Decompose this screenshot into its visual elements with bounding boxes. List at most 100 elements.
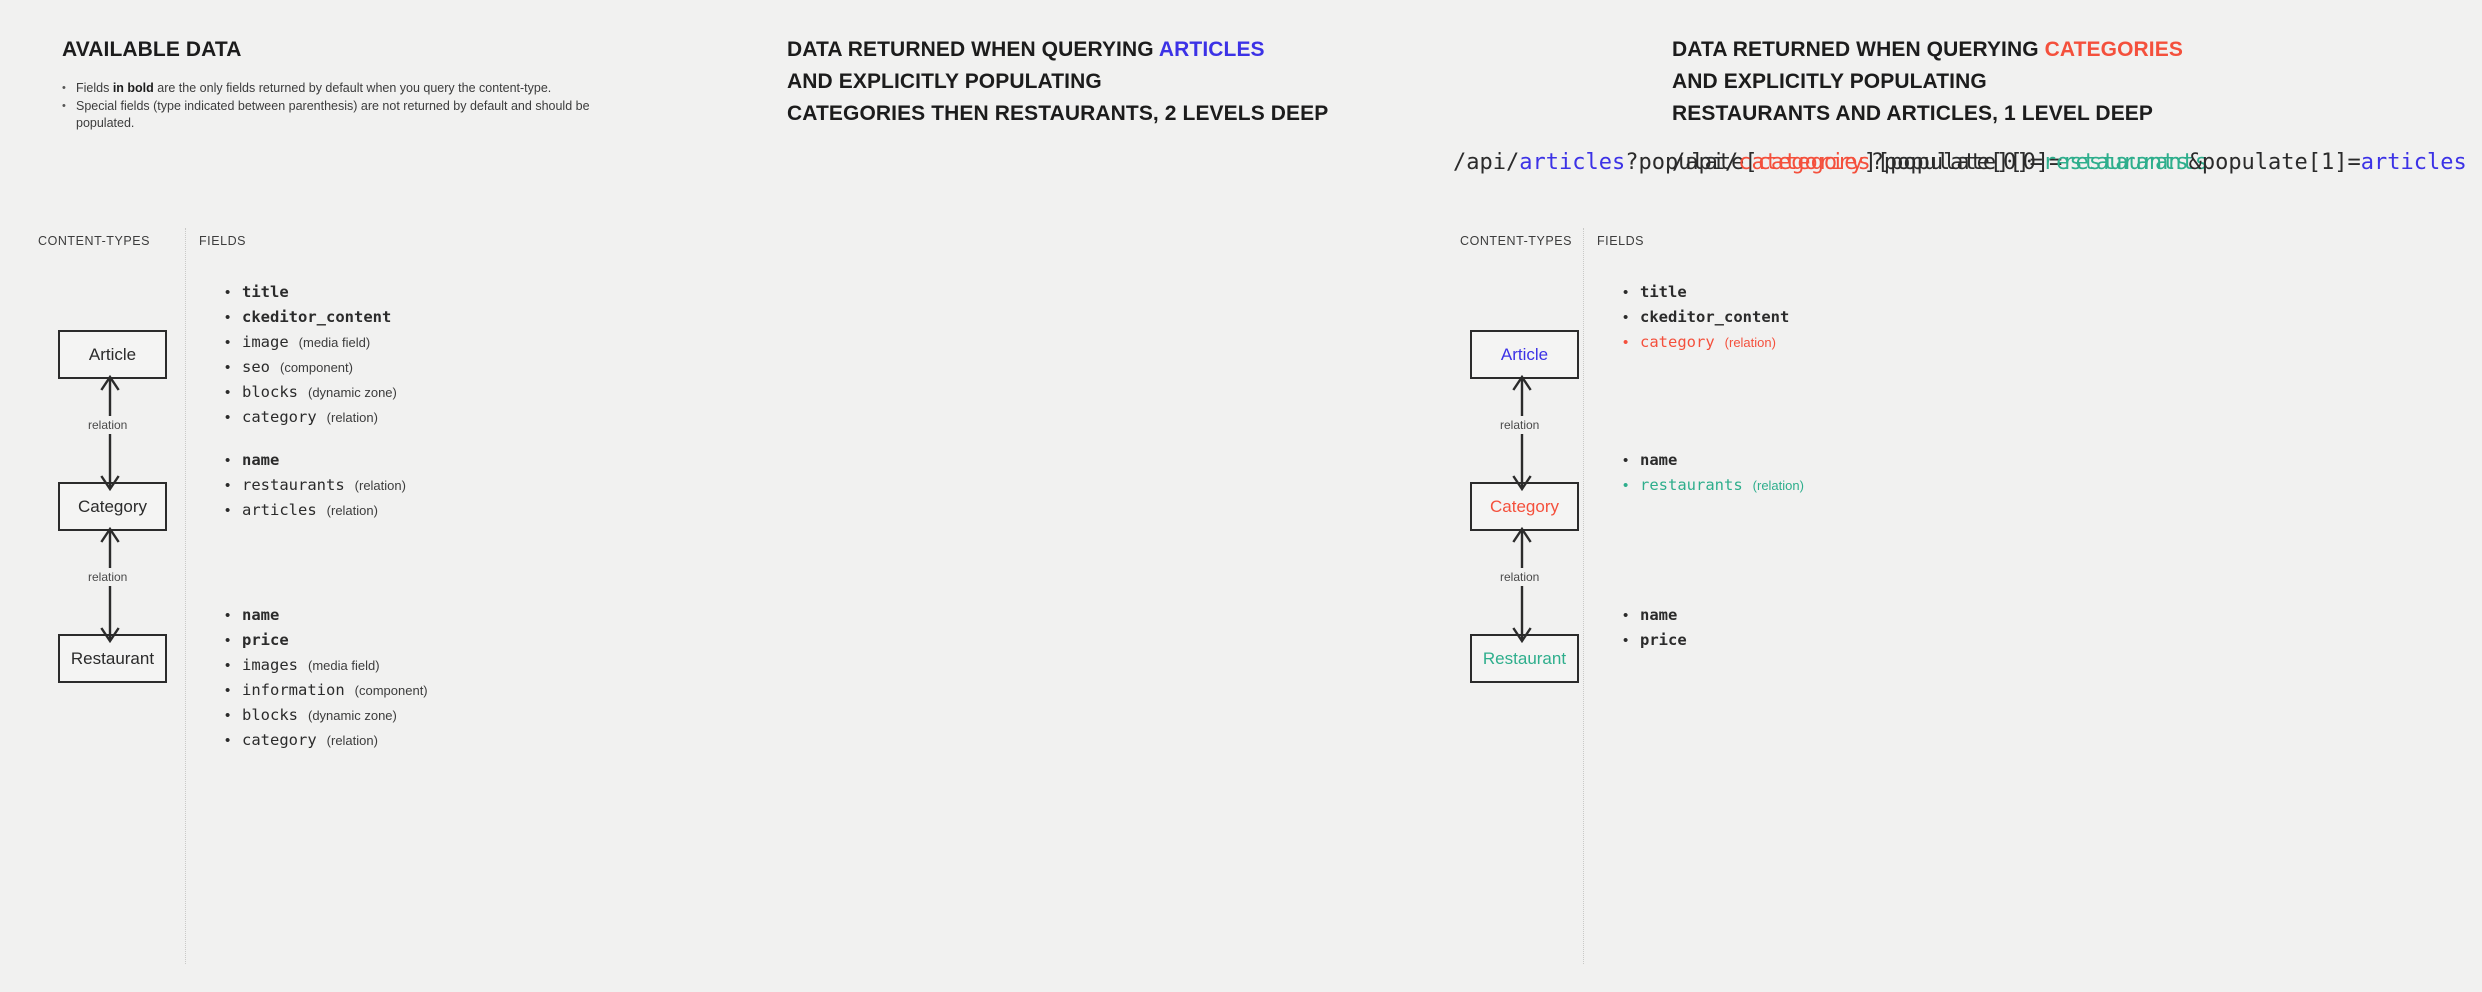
field-row: •images(media field) <box>225 653 428 678</box>
bullet-icon: • <box>225 309 231 326</box>
bullet-icon: • <box>225 732 231 749</box>
bullet-icon: • <box>225 452 231 469</box>
bullet-icon: • <box>1623 632 1629 649</box>
field-type: (relation) <box>354 478 406 493</box>
title-segment: ARTICLES <box>1158 38 1265 61</box>
note-text: Special fields (type indicated between p… <box>76 99 590 130</box>
bullet-icon: • <box>62 100 66 112</box>
panel-header-query-categories: DATA RETURNED WHEN QUERYING CATEGORIES AN… <box>1672 34 2183 130</box>
field-row: • category (relation) <box>225 728 428 753</box>
url-segment: /api/ <box>1453 150 1520 175</box>
field-name: ckeditor_content <box>1640 308 1790 326</box>
panel-query-categories: DATA RETURNED WHEN QUERYING CATEGORIES AN… <box>1610 0 2482 992</box>
content-type-box-restaurant[interactable]: Restaurant <box>58 634 167 683</box>
bullet-icon: • <box>225 284 231 301</box>
field-row: •articles(relation) <box>225 498 406 523</box>
content-type-box-article[interactable]: Article <box>1470 330 1579 379</box>
field-group: •name • price <box>1623 603 1687 653</box>
field-row: • information (component) <box>225 678 428 703</box>
url-segment: ?populate[0]= <box>1870 150 2043 175</box>
title-segment: DATA RETURNED WHEN QUERYING <box>787 38 1159 61</box>
content-type-box-restaurant[interactable]: Restaurant <box>1470 634 1579 683</box>
url-segment: restaurants <box>2062 150 2209 175</box>
url-segment: category <box>1757 150 1864 175</box>
field-row: •price <box>225 628 428 653</box>
field-name: category <box>242 408 317 426</box>
field-group: •name•restaurants(relation) <box>1623 448 1804 498</box>
field-name: restaurants <box>1640 476 1743 494</box>
title-segment: CATEGORIES <box>2044 38 2183 61</box>
field-name: articles <box>242 501 317 519</box>
column-header-fields: FIELDS <box>199 234 247 248</box>
url-segment: &populate[1]= <box>2188 150 2361 175</box>
field-group: •title•ckeditor_content•category(relatio… <box>1623 280 1789 355</box>
field-type: (component) <box>354 683 428 698</box>
field-name: category <box>242 731 317 749</box>
relation-label: relation <box>84 416 132 434</box>
bullet-icon: • <box>225 607 231 624</box>
bullet-icon: • <box>1623 477 1629 494</box>
field-group: •title•ckeditor_content•image(media fiel… <box>225 280 397 430</box>
field-type: (relation) <box>326 410 378 425</box>
bullet-icon: • <box>225 707 231 724</box>
field-row: •restaurants(relation) <box>1623 473 1804 498</box>
column-header-fields: FIELDS <box>1597 234 1645 248</box>
url-segment: ][populate][0]= <box>1863 150 2063 175</box>
panel-header-available-data: AVAILABLE DATA•Fields in bold are the on… <box>62 34 636 133</box>
field-type: (media field) <box>298 335 371 350</box>
url-segment: ?populate[ <box>1625 150 1758 175</box>
panel-title-line: AND EXPLICITLY POPULATING <box>1672 66 2183 98</box>
title-segment: AND EXPLICITLY POPULATING <box>787 70 1102 93</box>
relation-label: relation <box>1496 568 1544 586</box>
field-name: blocks <box>242 383 298 401</box>
field-name: blocks <box>242 706 298 724</box>
title-segment: DATA RETURNED WHEN QUERYING <box>1672 38 2045 61</box>
field-name: category <box>1640 333 1715 351</box>
field-name: price <box>1640 631 1687 649</box>
field-group: •name•price•images(media field)•informat… <box>225 603 428 753</box>
api-url-query-categories: /api/categories?populate[0]=restaurants&… <box>1672 148 2467 178</box>
field-row: •seo(component) <box>225 355 397 380</box>
field-row: • ckeditor_content <box>1623 305 1789 330</box>
bullet-icon: • <box>225 409 231 426</box>
field-row: • category (relation) <box>225 405 397 430</box>
bullet-icon: • <box>225 502 231 519</box>
field-row: •name <box>1623 603 1687 628</box>
field-row: •blocks(dynamic zone) <box>225 380 397 405</box>
field-row: •name <box>225 448 406 473</box>
api-url-query-articles: /api/articles?populate[category][populat… <box>1453 148 2208 178</box>
content-type-box-category[interactable]: Category <box>58 482 167 531</box>
field-row: •name <box>225 603 428 628</box>
field-name: information <box>242 681 345 699</box>
field-group: •name•restaurants(relation) • articles (rel… <box>225 448 406 523</box>
note-bold: in bold <box>112 81 154 95</box>
content-type-box-category[interactable]: Category <box>1470 482 1579 531</box>
relation-label: relation <box>1496 416 1544 434</box>
field-type: (relation) <box>1724 335 1776 350</box>
field-row: •restaurants(relation) <box>225 473 406 498</box>
panel-title-line: DATA RETURNED WHEN QUERYING ARTICLES <box>787 34 1328 66</box>
url-segment: /api/ <box>1672 150 1739 175</box>
title-segment: CATEGORIES THEN RESTAURANTS, 2 LEVELS DE… <box>787 102 1329 125</box>
panel-header-query-articles: DATA RETURNED WHEN QUERYING ARTICLES AND … <box>787 34 1328 130</box>
field-type: (relation) <box>326 733 378 748</box>
relation-label: relation <box>84 568 132 586</box>
field-name: name <box>1640 606 1678 624</box>
url-segment: categories <box>1738 150 1871 175</box>
field-name: image <box>242 333 289 351</box>
field-type: (media field) <box>308 658 380 673</box>
bullet-icon: • <box>1623 334 1629 351</box>
url-segment: restaurants <box>2042 150 2189 175</box>
panel-available-data: AVAILABLE DATA•Fields in bold are the on… <box>0 0 860 992</box>
bullet-icon: • <box>225 657 231 674</box>
title-segment: RESTAURANTS AND ARTICLES, 1 LEVEL DEEP <box>1672 102 2154 125</box>
bullet-icon: • <box>225 682 231 699</box>
content-type-box-article[interactable]: Article <box>58 330 167 379</box>
field-name: title <box>242 283 289 301</box>
field-name: name <box>1640 451 1678 469</box>
bullet-icon: • <box>1623 309 1629 326</box>
bullet-icon: • <box>62 82 66 94</box>
field-name: title <box>1640 283 1687 301</box>
